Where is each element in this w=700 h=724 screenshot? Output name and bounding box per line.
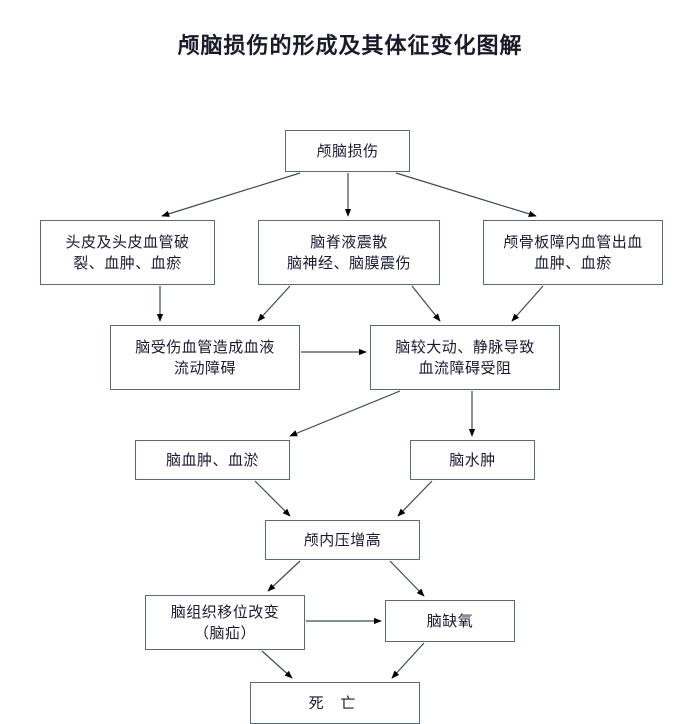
- edge-n11-n12: [391, 642, 425, 679]
- node-label: 脑水肿: [449, 450, 496, 469]
- node-diploic-vessel-hemorrhage[interactable]: 颅骨板障内血管出血 血肿、血瘀: [483, 220, 663, 285]
- edge-n1-n2: [161, 172, 301, 217]
- node-label: 脑较大动、静脉导致 血流障碍受阻: [395, 338, 535, 377]
- edge-n4-n6: [511, 285, 544, 322]
- node-brain-hematoma[interactable]: 脑血肿、血淤: [135, 440, 290, 480]
- node-label: 颅内压增高: [303, 530, 382, 549]
- node-brain-herniation[interactable]: 脑组织移位改变 （脑疝）: [145, 595, 305, 650]
- node-death[interactable]: 死 亡: [250, 682, 420, 724]
- edge-n8-n9: [397, 480, 433, 517]
- node-blood-flow-disorder[interactable]: 脑受伤血管造成血液 流动障碍: [110, 325, 300, 390]
- node-label: 脑血肿、血淤: [165, 450, 259, 469]
- node-scalp-vessel-rupture[interactable]: 头皮及头皮血管破 裂、血肿、血瘀: [40, 220, 215, 285]
- node-csf-concussion[interactable]: 脑脊液震散 脑神经、脑膜震伤: [258, 220, 440, 285]
- node-cerebral-hypoxia[interactable]: 脑缺氧: [385, 600, 515, 642]
- edge-n6-n7: [289, 390, 401, 437]
- node-intracranial-pressure[interactable]: 颅内压增高: [265, 520, 420, 560]
- edge-n9-n11: [389, 560, 425, 597]
- edge-n10-n12: [261, 650, 293, 679]
- node-label: 脑受伤血管造成血液 流动障碍: [135, 338, 275, 377]
- edge-n7-n9: [254, 480, 291, 517]
- page-title: 颅脑损伤的形成及其体征变化图解: [177, 33, 523, 59]
- node-label: 颅骨板障内血管出血 血肿、血瘀: [503, 233, 643, 272]
- node-label: 脑缺氧: [426, 611, 474, 630]
- edge-n9-n10: [267, 560, 301, 592]
- node-craniocerebral-injury[interactable]: 颅脑损伤: [285, 130, 410, 172]
- edge-n1-n4: [395, 172, 537, 217]
- node-label: 头皮及头皮血管破 裂、血肿、血瘀: [65, 233, 190, 272]
- node-major-vessel-obstruction[interactable]: 脑较大动、静脉导致 血流障碍受阻: [370, 325, 560, 390]
- node-brain-edema[interactable]: 脑水肿: [410, 440, 535, 480]
- edge-n3-n5: [257, 285, 291, 322]
- node-label: 颅脑损伤: [316, 141, 379, 160]
- node-label: 死 亡: [308, 693, 362, 712]
- edge-n3-n6: [411, 285, 441, 322]
- node-label: 脑脊液震散 脑神经、脑膜震伤: [286, 233, 411, 272]
- node-label: 脑组织移位改变 （脑疝）: [170, 603, 280, 642]
